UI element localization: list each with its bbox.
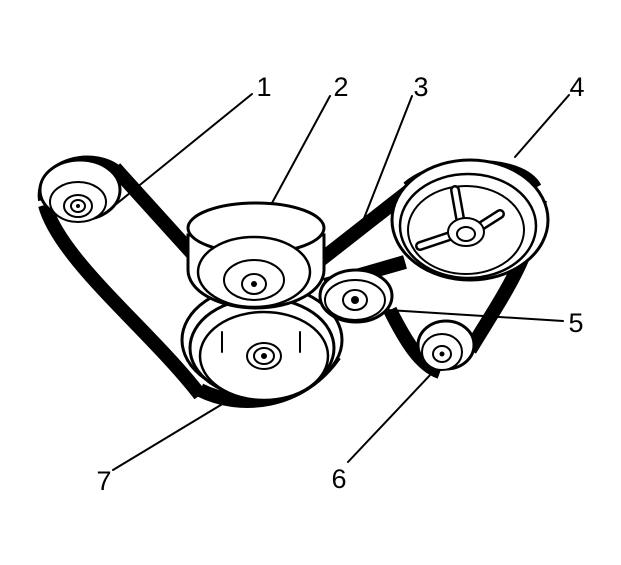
callout-4: 4: [569, 72, 584, 102]
callout-3: 3: [413, 72, 428, 102]
idler-pulley-small: [38, 158, 122, 223]
idler-pulley-lower: [318, 268, 394, 324]
leader-1: [103, 93, 253, 215]
leader-6: [347, 372, 433, 463]
power-steering-pulley: [416, 319, 476, 371]
leader-7: [112, 396, 235, 471]
callout-2: 2: [333, 72, 348, 102]
tensioner-pulley: [186, 201, 326, 310]
callout-5: 5: [568, 308, 583, 338]
callout-6: 6: [331, 464, 346, 494]
crankshaft-pulley: [180, 283, 344, 402]
callout-7: 7: [96, 466, 111, 496]
callout-leaders: [103, 93, 570, 471]
leader-5: [387, 309, 564, 322]
generator-pulley: [390, 158, 550, 282]
callout-1: 1: [256, 72, 271, 102]
leader-2: [271, 95, 331, 204]
leader-4: [514, 94, 570, 158]
callout-labels: 1 2 3 4 5 6 7: [96, 72, 584, 496]
leader-3: [360, 95, 413, 227]
